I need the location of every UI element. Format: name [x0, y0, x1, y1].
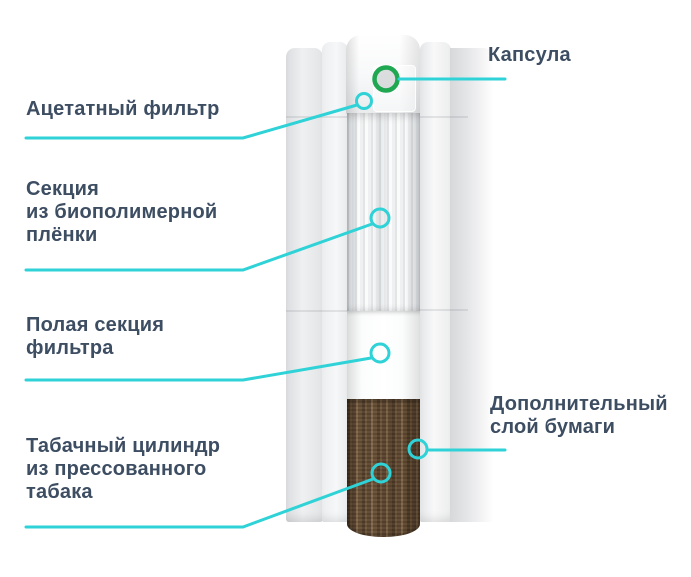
wrapper-seam — [420, 116, 468, 118]
wrapper-panel-left — [322, 42, 348, 522]
label-tobacco-cylinder: Табачный цилиндр из прессованного табака — [26, 435, 221, 503]
label-additional-paper-layer: Дополнительный слой бумаги — [490, 393, 668, 438]
label-acetate-filter: Ацетатный фильтр — [26, 98, 220, 120]
wrapper-seam — [420, 309, 468, 311]
wrapper-seam — [286, 116, 347, 118]
capsule-window — [373, 65, 416, 112]
wrapper-panel-far-left — [286, 48, 323, 522]
stick-section-acetate-filter — [346, 35, 420, 114]
label-hollow-filter-section: Полая секция фильтра — [26, 314, 165, 359]
stick-section-tobacco-cylinder — [347, 399, 420, 537]
wrapper-panel-shadow — [450, 48, 494, 522]
wrapper-seam — [286, 310, 347, 312]
label-capsule: Капсула — [488, 44, 571, 66]
label-biopolymer-section: Секция из биополимерной плёнки — [26, 178, 218, 246]
stick-section-hollow-filter — [347, 311, 420, 399]
stick-section-biopolymer-film — [347, 113, 420, 311]
wrapper-panel-right — [420, 42, 451, 522]
